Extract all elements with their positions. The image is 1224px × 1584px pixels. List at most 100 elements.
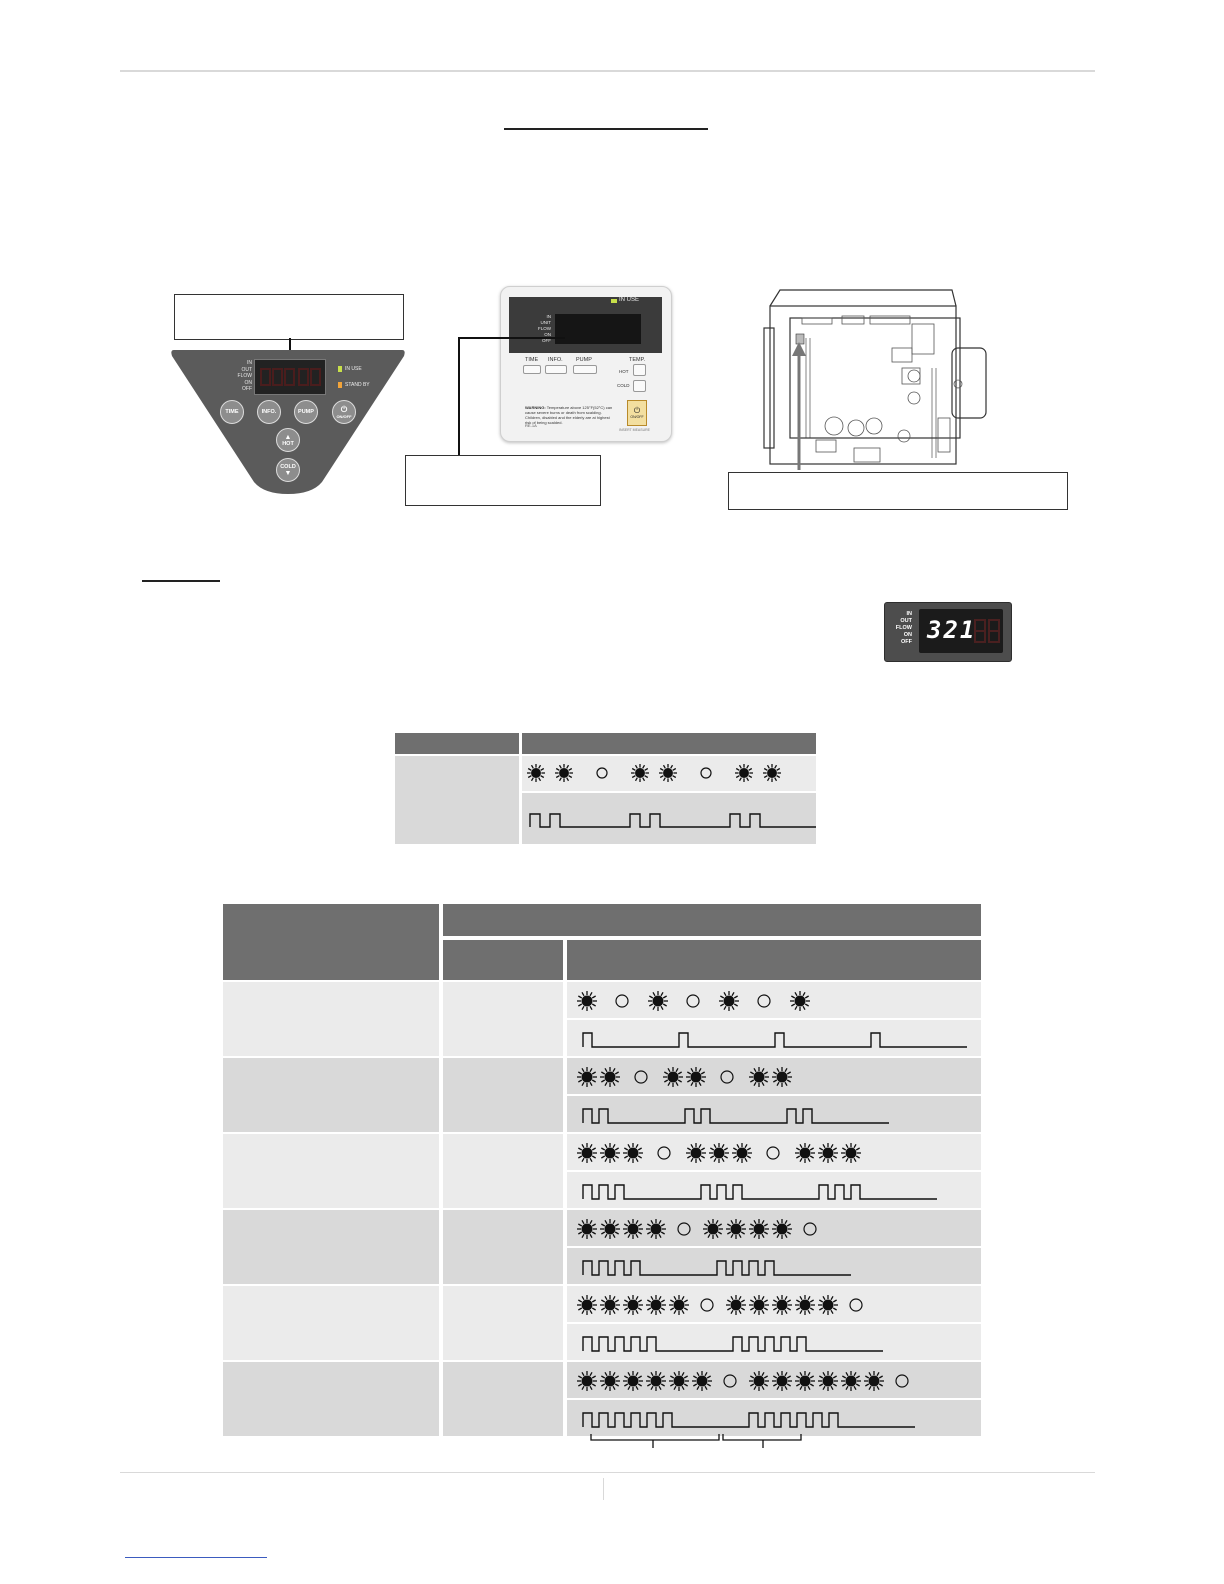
small-header-left (395, 733, 519, 754)
blink-led-pattern (577, 1295, 863, 1315)
time-button[interactable]: TIME (220, 400, 244, 424)
title-underline (504, 128, 708, 130)
main-header-sub-left (443, 940, 563, 980)
led-on-icon (790, 991, 810, 1011)
remote-callout (405, 455, 601, 506)
footer-link-underline[interactable] (125, 1557, 267, 1558)
led-on-icon (841, 1143, 861, 1163)
pulse-waveform (582, 1108, 889, 1124)
led-on-icon (646, 1295, 666, 1315)
remote-led-icon (611, 299, 617, 303)
led-in-use-icon (338, 366, 342, 372)
led-off-icon (849, 1298, 863, 1312)
status-in-use: IN USE (345, 366, 362, 372)
main-header-left (223, 904, 439, 980)
remote-hot-button[interactable] (633, 364, 646, 376)
led-on-icon (623, 1219, 643, 1239)
indicator-off: OFF (242, 386, 252, 392)
remote-on-off-label: ON/OFF (630, 415, 644, 419)
led-on-icon (669, 1295, 689, 1315)
front-panel-callout (174, 294, 404, 340)
info-button[interactable]: INFO. (257, 400, 281, 424)
led-off-icon (700, 1298, 714, 1312)
hot-button[interactable]: ▲ HOT (276, 428, 300, 452)
arrow-up-icon: ▲ (284, 433, 292, 441)
led-on-icon (600, 1371, 620, 1391)
led-on-icon (795, 1143, 815, 1163)
pulse-waveform (582, 1032, 967, 1048)
blink-led-pattern (577, 991, 810, 1011)
led-on-icon (749, 1067, 769, 1087)
remote-pump-button[interactable] (573, 365, 597, 374)
blink-row-wave-cell (567, 1324, 981, 1360)
blink-row-led-cell (567, 1058, 981, 1094)
led-on-icon (527, 764, 545, 782)
blink-row-wave-cell (567, 1020, 981, 1056)
led-on-icon (749, 1295, 769, 1315)
section-underline (142, 580, 220, 582)
blink-row-count-cell (443, 1134, 563, 1208)
led-on-icon (669, 1371, 689, 1391)
remote-hot-label: HOT (619, 369, 629, 374)
indicator-in: IN (247, 360, 252, 366)
led-off-icon (895, 1374, 909, 1388)
remote-cold-button[interactable] (633, 380, 646, 392)
remote-ind-on: ON (544, 332, 551, 337)
led-on-icon (772, 1067, 792, 1087)
small-waveform (529, 813, 816, 828)
blink-row-led-cell (567, 1210, 981, 1246)
led-on-icon (841, 1371, 861, 1391)
led-on-icon (577, 1143, 597, 1163)
remote-warning-text: Temperature above 125°F(52°C) can cause … (525, 405, 613, 425)
arrow-down-icon: ▼ (284, 469, 292, 477)
remote-ind-flow: FLOW (538, 326, 551, 331)
blink-waveform (582, 1336, 883, 1352)
led-on-icon (577, 1295, 597, 1315)
blink-row-count-cell (443, 1210, 563, 1284)
remote-info-button[interactable] (545, 365, 567, 374)
led-on-icon (818, 1371, 838, 1391)
blink-row-label-cell (223, 1362, 439, 1436)
led-on-icon (577, 1371, 597, 1391)
display-screen: 321 (919, 609, 1003, 653)
remote-warning: WARNING: Temperature above 125°F(52°C) c… (525, 405, 617, 425)
remote-cold-label: COLD (617, 383, 630, 388)
remote-on-off-button[interactable]: ⏻ ON/OFF (627, 400, 647, 426)
pump-button[interactable]: PUMP (294, 400, 318, 424)
remote-in-use: IN USE (619, 297, 640, 303)
led-on-icon (631, 764, 649, 782)
pulse-waveform (582, 1412, 915, 1428)
remote-callout-line (458, 337, 565, 456)
led-on-icon (600, 1143, 620, 1163)
indicator-flow: FLOW (237, 373, 252, 379)
led-on-icon (623, 1371, 643, 1391)
blink-row-label-cell (223, 1058, 439, 1132)
led-on-icon (772, 1371, 792, 1391)
led-off-icon (596, 767, 608, 779)
on-off-button[interactable]: ⏻ ON/OFF (332, 400, 356, 424)
led-on-icon (703, 1219, 723, 1239)
blink-row-count-cell (443, 1286, 563, 1360)
hot-label: HOT (282, 440, 294, 447)
display-ind-in: IN (906, 611, 913, 617)
remote-time-button[interactable] (523, 365, 541, 374)
led-on-icon (772, 1219, 792, 1239)
led-on-icon (663, 1067, 683, 1087)
circuit-board-image (763, 289, 987, 465)
on-off-label: ON/OFF (336, 413, 352, 419)
blink-row-label-cell (223, 1134, 439, 1208)
small-label-cell (395, 756, 519, 844)
blink-row-label-cell (223, 982, 439, 1056)
led-on-icon (600, 1295, 620, 1315)
blink-waveform (582, 1108, 889, 1124)
board-callout (728, 472, 1068, 510)
remote-controller: IN USE IN UNIT FLOW ON OFF TIME INFO. PU… (500, 286, 672, 442)
pulse-waveform (582, 1336, 883, 1352)
cold-button[interactable]: COLD ▼ (276, 458, 300, 482)
blink-waveform (582, 1260, 851, 1276)
footer-divider (603, 1478, 604, 1500)
blink-row-label-cell (223, 1210, 439, 1284)
led-on-icon (735, 764, 753, 782)
led-off-icon (686, 994, 700, 1008)
blink-row-label-cell (223, 1286, 439, 1360)
